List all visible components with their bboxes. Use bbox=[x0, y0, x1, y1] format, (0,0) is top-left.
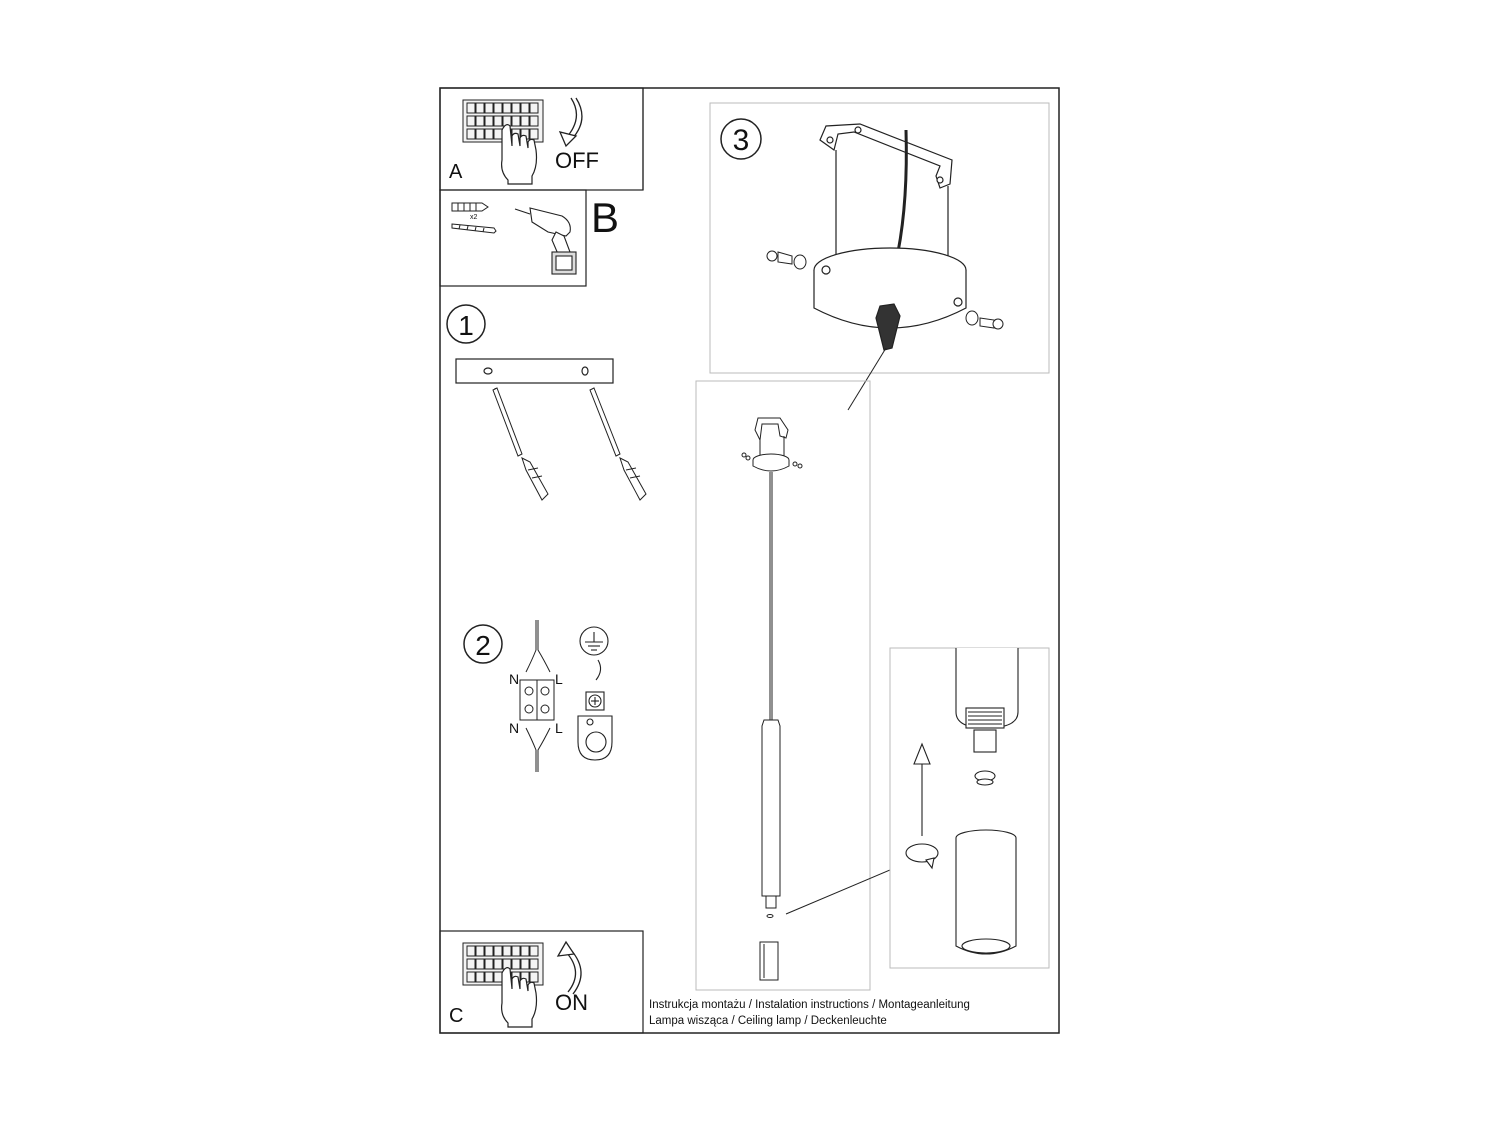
step-3-detail-box bbox=[709, 102, 1050, 374]
wall-plug-icon bbox=[451, 202, 489, 212]
drill-icon bbox=[514, 207, 577, 275]
step-1-number: 1 bbox=[458, 310, 474, 341]
panel-a-label: A bbox=[449, 161, 463, 183]
plug-count-label: x2 bbox=[470, 214, 478, 221]
rotation-arrow-icon bbox=[905, 843, 939, 870]
canopy-bracket-icon bbox=[813, 123, 967, 351]
step-2-badge bbox=[463, 624, 503, 664]
step-3-badge bbox=[720, 118, 762, 160]
wire-n-top: N bbox=[509, 671, 519, 687]
panel-b-label: B bbox=[591, 194, 619, 241]
terminal-block-icon bbox=[519, 620, 555, 772]
ground-symbol-icon bbox=[579, 626, 609, 681]
screw-icon bbox=[451, 223, 497, 234]
pendant-lamp-icon bbox=[741, 417, 803, 981]
panel-c-box bbox=[439, 930, 644, 1034]
footer-product-name: Lampa wisząca / Ceiling lamp / Deckenleu… bbox=[649, 1015, 887, 1027]
off-label: OFF bbox=[555, 148, 599, 173]
canopy-screw-left-icon bbox=[766, 250, 807, 270]
curved-arrow-up-icon bbox=[556, 940, 582, 995]
breaker-panel-icon bbox=[462, 99, 544, 143]
canopy-screw-right-icon bbox=[965, 310, 1004, 330]
lamp-detail-leader-line bbox=[785, 869, 891, 915]
pendant-column-box bbox=[695, 380, 871, 991]
hand-icon bbox=[501, 124, 538, 185]
wire-l-top: L bbox=[555, 671, 563, 687]
screw-and-plug-right-icon bbox=[589, 387, 647, 501]
wire-l-bottom: L bbox=[555, 720, 563, 736]
screw-and-plug-left-icon bbox=[492, 387, 549, 501]
step-3-leader-line bbox=[847, 347, 887, 411]
panel-b-box bbox=[439, 189, 587, 287]
curved-arrow-down-icon bbox=[558, 97, 583, 148]
on-label: ON bbox=[555, 990, 588, 1015]
step-2-number: 2 bbox=[475, 630, 491, 661]
ceiling-bracket-icon bbox=[455, 358, 614, 384]
up-arrow-icon bbox=[913, 742, 931, 836]
step-3-number: 3 bbox=[733, 124, 750, 157]
lampshade-detail-icon bbox=[955, 648, 1019, 955]
wire-n-bottom: N bbox=[509, 720, 519, 736]
ground-clamp-icon bbox=[577, 691, 613, 761]
panel-c-label: C bbox=[449, 1005, 463, 1027]
hand-icon bbox=[501, 967, 538, 1028]
footer-instructions-title: Instrukcja montażu / Instalation instruc… bbox=[649, 999, 970, 1011]
step-1-badge bbox=[446, 304, 486, 344]
outer-frame bbox=[439, 87, 1060, 1034]
